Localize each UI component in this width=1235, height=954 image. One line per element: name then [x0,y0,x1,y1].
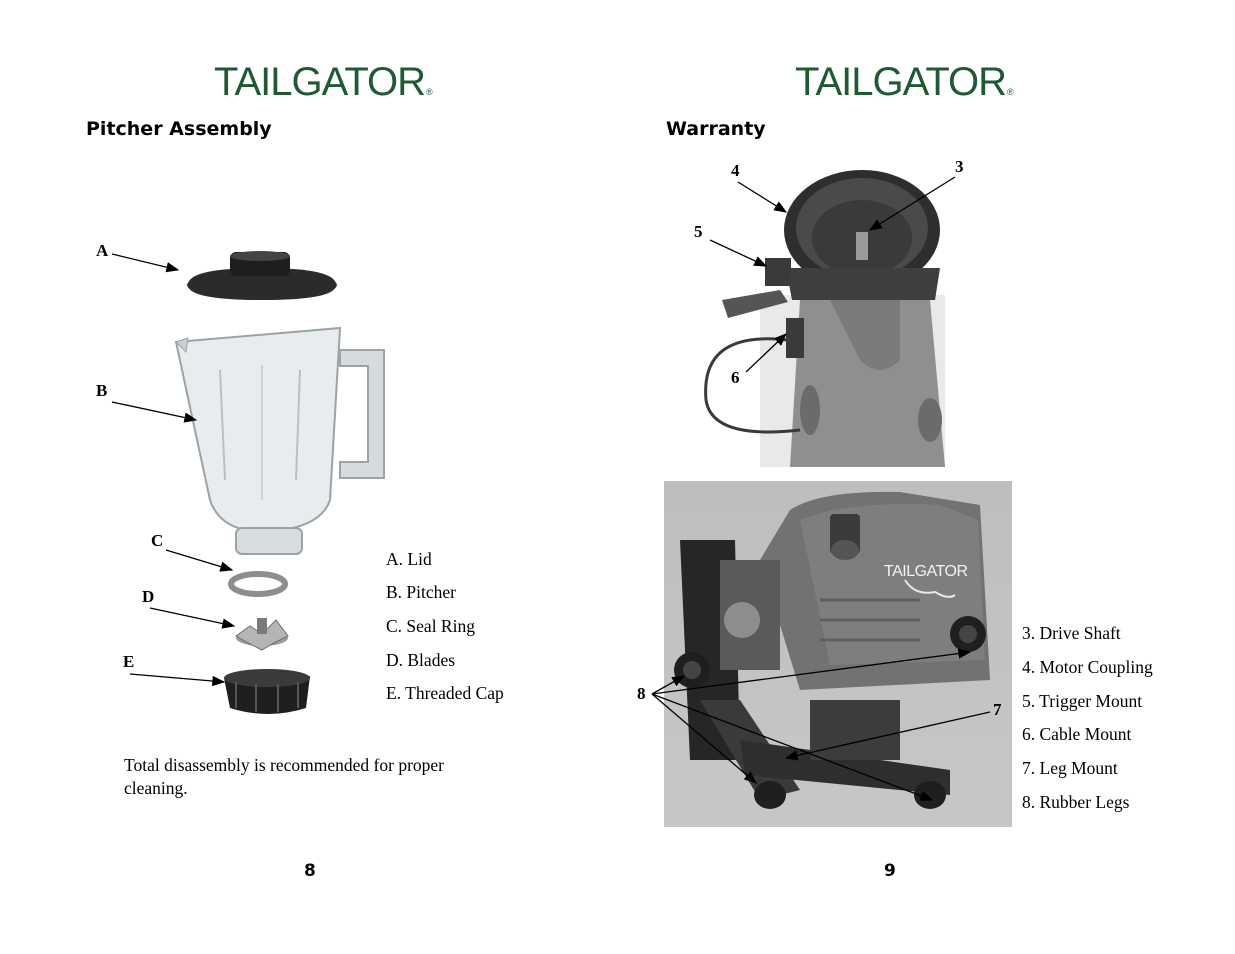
blades-part [235,618,289,651]
arrow-8a [651,675,686,695]
arrow-8c [651,693,757,784]
arrow-b [111,401,198,423]
callout-d: D [142,587,155,606]
pitcher-assembly-illustration [111,251,385,714]
legend-item-threaded-cap: E. Threaded Cap [386,683,504,703]
legend-item-trigger-mount: 5. Trigger Mount [1022,691,1143,711]
legend-item-cable-mount: 6. Cable Mount [1022,724,1132,744]
page-number: 8 [304,861,316,881]
threaded-cap-part [224,669,310,714]
tailgator-logo: TAILGATOR® [795,60,1014,104]
page-title: Warranty [666,118,766,140]
left-page: TAILGATOR® Pitcher Assembly [0,0,617,954]
callout-b: B [96,381,108,400]
legend-item-blades: D. Blades [386,650,456,670]
legend-item-lid: A. Lid [386,549,432,569]
page-number: 9 [884,861,896,881]
legend-item-pitcher: B. Pitcher [386,582,456,602]
callout-4: 4 [731,161,740,180]
arrow-3 [868,176,956,231]
cleaning-note: Total disassembly is recommended for pro… [124,755,445,798]
arrow-5 [709,239,768,267]
callout-5: 5 [694,222,703,241]
legend-item-motor-coupling: 4. Motor Coupling [1022,657,1153,677]
arrow-a [111,253,180,273]
callout-7: 7 [993,700,1002,719]
arrow-7 [784,711,991,761]
callout-e: E [123,652,135,671]
arrow-6 [745,333,787,373]
page-title: Pitcher Assembly [86,118,272,140]
lid-part [187,251,337,300]
tailgator-logo: TAILGATOR® [214,60,433,104]
callout-3: 3 [955,157,964,176]
callout-c: C [151,531,164,550]
legend-item-rubber-legs: 8. Rubber Legs [1022,792,1130,812]
legend-item-seal-ring: C. Seal Ring [386,616,475,636]
legend-item-leg-mount: 7. Leg Mount [1022,758,1118,778]
legend-item-drive-shaft: 3. Drive Shaft [1022,623,1121,643]
arrow-e [129,673,226,687]
arrow-c [165,549,234,572]
engine-badge-logo: TAILGATOR [884,563,968,580]
arrow-d [149,607,236,629]
pitcher-part [174,326,385,555]
callout-8: 8 [637,684,646,703]
motor-top-photo [704,170,945,467]
callout-a: A [96,241,109,260]
arrow-8d [651,693,934,801]
arrow-8b [651,648,972,695]
arrow-4 [737,181,788,213]
callout-6: 6 [731,368,740,387]
seal-ring-part [228,571,288,597]
